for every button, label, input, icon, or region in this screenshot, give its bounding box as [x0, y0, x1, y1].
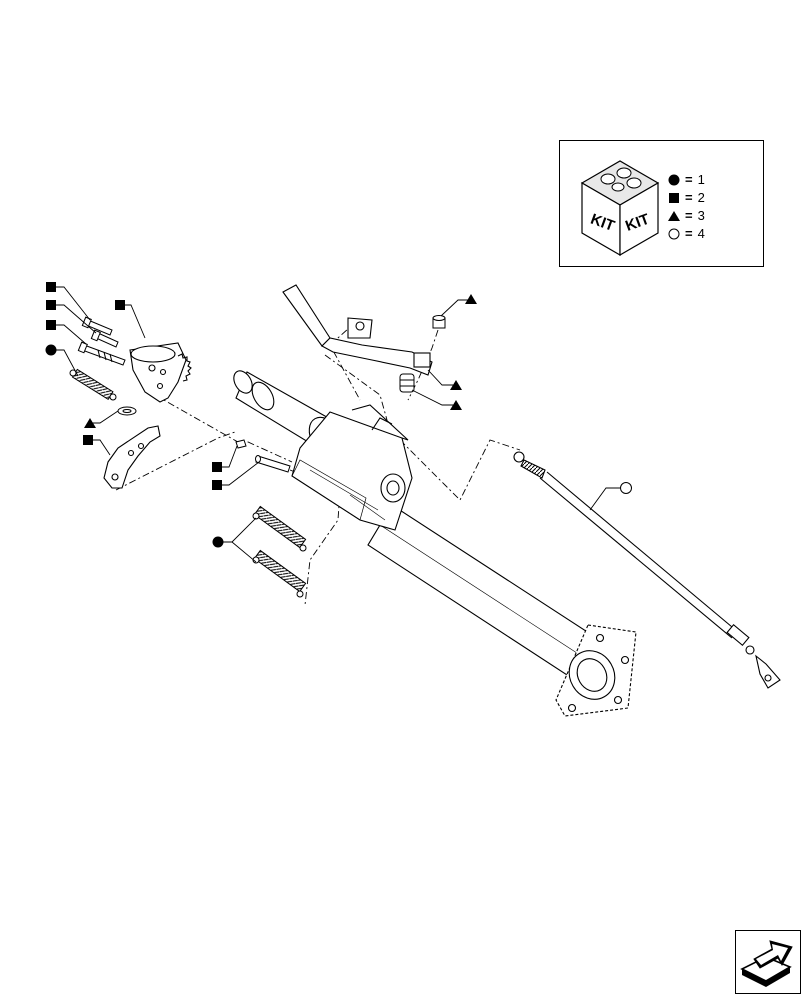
bolts [77, 316, 126, 366]
steering-column [233, 370, 637, 717]
quadrant-sector [129, 342, 192, 403]
callout-triangle [450, 400, 462, 410]
callout-square [115, 300, 125, 310]
callout-square [212, 462, 222, 472]
legend-equals: = [685, 208, 693, 223]
hand-lever [282, 284, 433, 376]
kit-box-icon: KIT KIT [580, 160, 660, 257]
small-lever [103, 425, 161, 489]
open-circle-icon [668, 228, 680, 240]
cap-part [432, 315, 446, 329]
callout-square [46, 282, 56, 292]
callout-square [212, 480, 222, 490]
legend-row-4: = 4 [668, 227, 705, 241]
legend-row-3: = 3 [668, 209, 705, 223]
legend-equals: = [685, 172, 693, 187]
pins [235, 439, 291, 473]
filled-circle-icon [668, 174, 680, 186]
next-page-button[interactable] [735, 930, 801, 994]
bushing-part [399, 373, 415, 393]
callout-square [46, 320, 56, 330]
legend-row-1: = 1 [668, 173, 705, 187]
legend-value: 2 [697, 190, 705, 205]
callout-square [83, 435, 93, 445]
legend-value: 4 [697, 226, 705, 241]
legend-equals: = [685, 190, 693, 205]
callout-open-circle [620, 482, 632, 494]
callout-square [46, 300, 56, 310]
callout-triangle [465, 294, 477, 304]
filled-triangle-icon [668, 211, 680, 221]
legend-value: 3 [697, 208, 705, 223]
legend-row-2: = 2 [668, 191, 705, 205]
clip-part [117, 406, 137, 416]
spring-left [69, 368, 117, 401]
legend-value: 1 [697, 172, 705, 187]
callout-circle [212, 536, 224, 548]
legend-equals: = [685, 226, 693, 241]
callout-triangle [450, 380, 462, 390]
filled-square-icon [669, 193, 679, 203]
kit-legend-box: KIT KIT = 1 = 2 = 3 = 4 [559, 140, 764, 267]
callout-triangle [84, 418, 96, 428]
control-cable [513, 451, 781, 689]
callout-leaders [53, 286, 620, 563]
arrow-next-icon [740, 940, 793, 987]
springs-center [252, 505, 307, 598]
callout-circle [45, 344, 57, 356]
